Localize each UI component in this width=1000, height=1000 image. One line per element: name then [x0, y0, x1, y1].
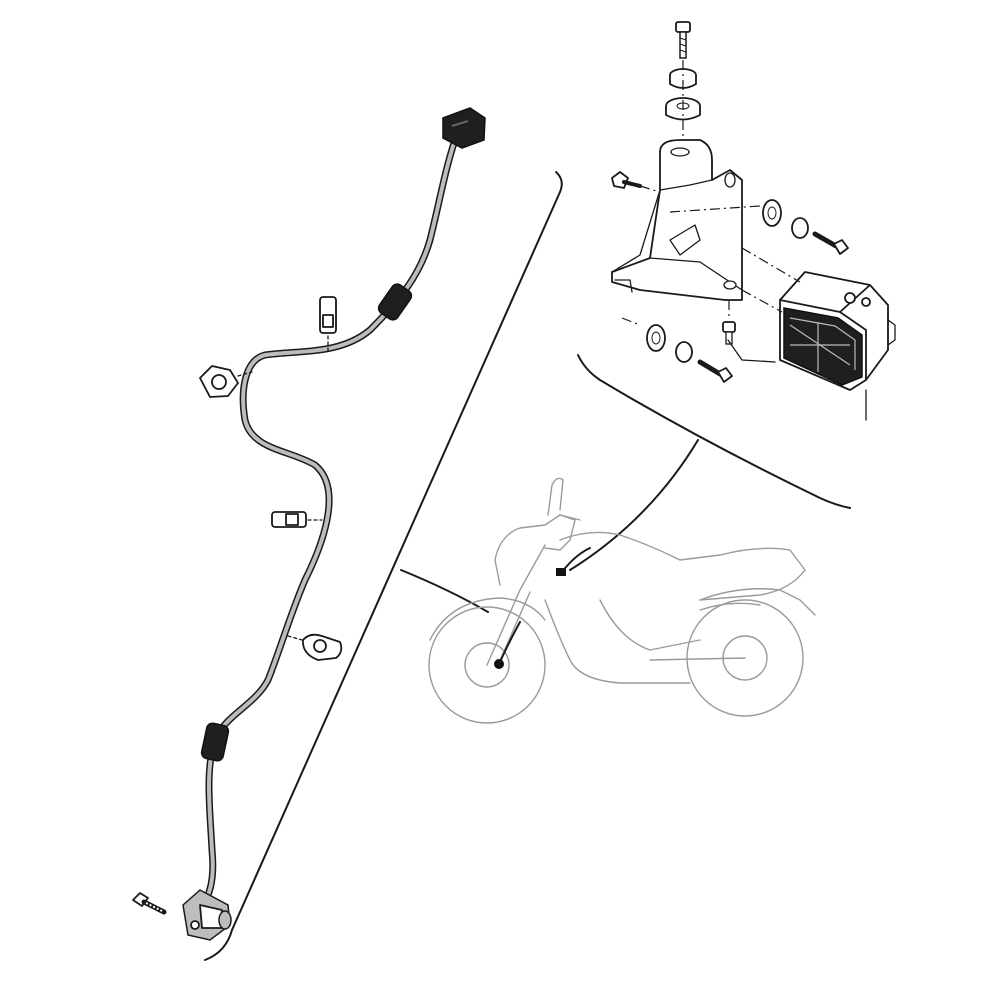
center-bolt-icon	[722, 321, 736, 345]
sensor-bolt-icon	[132, 892, 167, 915]
lower-grommet-icon	[646, 324, 666, 352]
sensor-icon	[182, 889, 232, 941]
motorcycle-locator	[428, 477, 816, 724]
right-collar-icon	[791, 217, 809, 239]
lower-collar-icon	[675, 341, 693, 363]
connector-icon	[442, 107, 486, 149]
left-bolt-icon	[611, 171, 642, 189]
wheel-speed-sensor-harness	[200, 136, 459, 899]
harness-clamp-4	[287, 633, 343, 661]
top-bolt-icon	[675, 21, 691, 59]
lower-bolt-icon	[697, 359, 733, 383]
section-divider	[204, 171, 851, 961]
leader-lines	[400, 439, 699, 613]
bracket-icon	[611, 139, 743, 301]
harness-clamp-1	[319, 296, 337, 353]
right-grommet-icon	[762, 199, 782, 227]
harness-clamp-3	[271, 511, 323, 528]
modulator-icon	[779, 271, 896, 391]
right-bolt-icon	[812, 231, 849, 255]
harness-clamp-2	[199, 365, 253, 398]
